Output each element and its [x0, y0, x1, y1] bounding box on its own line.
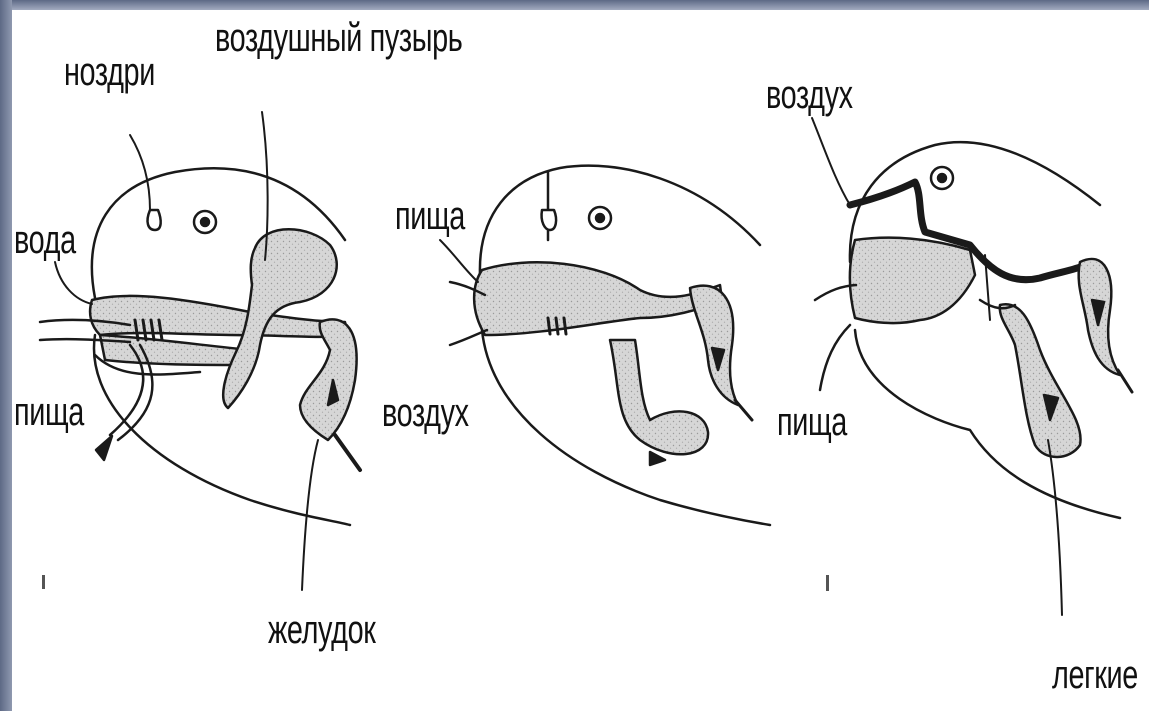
leader-air-3 — [812, 118, 850, 205]
label-air-2: воздух — [382, 393, 469, 433]
label-water: вода — [14, 220, 76, 260]
leader-water — [55, 262, 92, 304]
label-nostrils: ноздри — [64, 52, 155, 92]
fish-2-air-sac — [610, 340, 708, 454]
label-air-bladder: воздушный пузырь — [215, 18, 462, 58]
fish-2-head-outline — [480, 166, 760, 275]
leader-food-2 — [440, 240, 478, 282]
fish-1-nostril — [148, 210, 161, 230]
label-stomach: желудок — [268, 610, 375, 650]
label-air-3: воздух — [766, 75, 853, 115]
fish-3-pharynx — [850, 238, 975, 323]
leader-nostrils — [130, 135, 150, 210]
label-food-1: пища — [14, 392, 84, 432]
panel-fish-lungs-air — [440, 166, 770, 525]
label-food-2: пища — [395, 196, 465, 236]
leader-lungs — [1048, 440, 1062, 615]
fish-3-lung — [1000, 304, 1081, 457]
fish-2-stomach — [690, 286, 738, 405]
fish-1-pharynx — [90, 296, 348, 337]
fish-1-mouth-floor — [100, 335, 250, 365]
label-lungs: легкие — [1052, 655, 1138, 695]
scan-artifacts — [42, 575, 829, 591]
label-food-3: пища — [777, 402, 847, 442]
fish-1-outflow-arrow — [96, 436, 112, 460]
panel-fish-stomach — [40, 112, 360, 590]
fish-1-intestine — [335, 435, 360, 470]
fish-3-lower-jaw — [855, 330, 1120, 518]
fish-2-pharynx — [474, 262, 722, 335]
panel-fish-lungs — [812, 118, 1132, 615]
